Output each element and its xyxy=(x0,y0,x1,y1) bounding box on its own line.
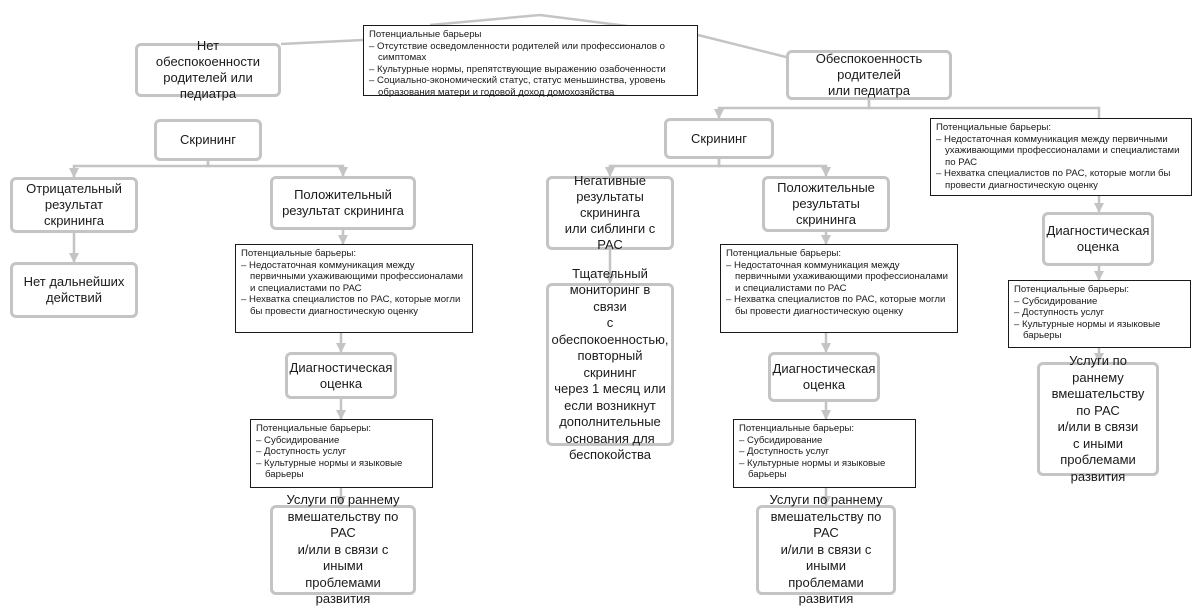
far-right-services-box: Услуги по раннему вмешательству по РАС и… xyxy=(1037,353,1159,484)
top-barrier-item: Культурные нормы, препятствующие выражен… xyxy=(369,64,692,76)
flow-arrow xyxy=(717,159,831,177)
barriers-list: Недостаточная коммуникация между первичн… xyxy=(241,260,467,318)
barrier-item: Нехватка специалистов по РАС, которые мо… xyxy=(241,294,467,317)
far-right-barriers-access-box: Потенциальные барьеры: Субсидирование До… xyxy=(1008,280,1191,348)
barriers-list: Субсидирование Доступность услуг Культур… xyxy=(1014,296,1185,342)
top-barrier-item: Социально-экономический статус, статус м… xyxy=(369,75,692,98)
barriers-title: Потенциальные барьеры: xyxy=(256,423,372,434)
left-diagnostic-box: Диагностическая оценка xyxy=(285,352,397,399)
right-barriers-access-box: Потенциальные барьеры: Субсидирование До… xyxy=(733,419,916,488)
barriers-list: Недостаточная коммуникация между первичн… xyxy=(936,134,1186,192)
right-services-box: Услуги по раннему вмешательству по РАС и… xyxy=(756,492,896,606)
right-barriers-communication-box: Потенциальные барьеры: Недостаточная ком… xyxy=(720,244,958,333)
barriers-list: Субсидирование Доступность услуг Культур… xyxy=(739,435,910,481)
right-negative-result-box: Негативные результаты скрининга или сибл… xyxy=(546,173,674,252)
monitoring-box: Тщательный мониторинг в связи с обеспоко… xyxy=(546,266,674,462)
barrier-item: Культурные нормы и языковые барьеры xyxy=(1014,319,1185,342)
top-barriers-list: Отсутствие осведомленности родителей или… xyxy=(369,41,692,99)
barriers-title: Потенциальные барьеры: xyxy=(241,248,357,259)
left-negative-result-box: Отрицательный результат скрининга xyxy=(10,177,138,233)
no-concern-box: Нет обеспокоенности родителей или педиат… xyxy=(135,38,281,101)
barrier-item: Культурные нормы и языковые барьеры xyxy=(739,458,910,481)
top-barriers-title: Потенциальные барьеры xyxy=(369,29,482,40)
flow-arrow xyxy=(714,100,871,119)
left-screening-box: Скрининг xyxy=(154,119,262,161)
flow-line xyxy=(280,38,364,46)
flow-arrow xyxy=(206,161,348,177)
right-positive-result-box: Положительные результаты скрининга xyxy=(762,176,890,232)
far-right-barriers-communication-box: Потенциальные барьеры: Недостаточная ком… xyxy=(930,118,1192,196)
barrier-item: Субсидирование xyxy=(256,435,427,447)
flow-line xyxy=(867,100,1101,118)
left-barriers-communication-box: Потенциальные барьеры: Недостаточная ком… xyxy=(235,244,473,333)
flow-arrow xyxy=(69,161,210,178)
no-further-action-box: Нет дальнейших действий xyxy=(10,262,138,318)
barrier-item: Субсидирование xyxy=(739,435,910,447)
right-diagnostic-box: Диагностическая оценка xyxy=(768,352,880,402)
barrier-item: Недостаточная коммуникация между первичн… xyxy=(726,260,952,295)
concern-box: Обеспокоенность родителей или педиатра xyxy=(786,50,952,100)
barrier-item: Культурные нормы и языковые барьеры xyxy=(256,458,427,481)
barrier-item: Субсидирование xyxy=(1014,296,1185,308)
top-barrier-item: Отсутствие осведомленности родителей или… xyxy=(369,41,692,64)
barrier-item: Доступность услуг xyxy=(1014,307,1185,319)
barriers-title: Потенциальные барьеры: xyxy=(1014,284,1130,295)
barrier-item: Доступность услуг xyxy=(739,446,910,458)
barriers-title: Потенциальные барьеры: xyxy=(726,248,842,259)
barriers-list: Субсидирование Доступность услуг Культур… xyxy=(256,435,427,481)
top-barriers-box: Потенциальные барьеры Отсутствие осведом… xyxy=(363,25,698,99)
left-positive-result-box: Положительный результат скрининга xyxy=(270,176,416,230)
far-right-diagnostic-box: Диагностическая оценка xyxy=(1042,212,1154,266)
left-barriers-access-box: Потенциальные барьеры: Субсидирование До… xyxy=(250,419,433,488)
barrier-item: Нехватка специалистов по РАС, которые мо… xyxy=(936,168,1186,191)
barriers-title: Потенциальные барьеры: xyxy=(739,423,855,434)
barrier-item: Недостаточная коммуникация между первичн… xyxy=(241,260,467,295)
barrier-item: Недостаточная коммуникация между первичн… xyxy=(936,134,1186,169)
barriers-title: Потенциальные барьеры: xyxy=(936,122,1052,133)
barrier-item: Доступность услуг xyxy=(256,446,427,458)
barrier-item: Нехватка специалистов по РАС, которые мо… xyxy=(726,294,952,317)
left-services-box: Услуги по раннему вмешательству по РАС и… xyxy=(270,492,416,606)
right-screening-box: Скрининг xyxy=(664,118,774,159)
barriers-list: Недостаточная коммуникация между первичн… xyxy=(726,260,952,318)
